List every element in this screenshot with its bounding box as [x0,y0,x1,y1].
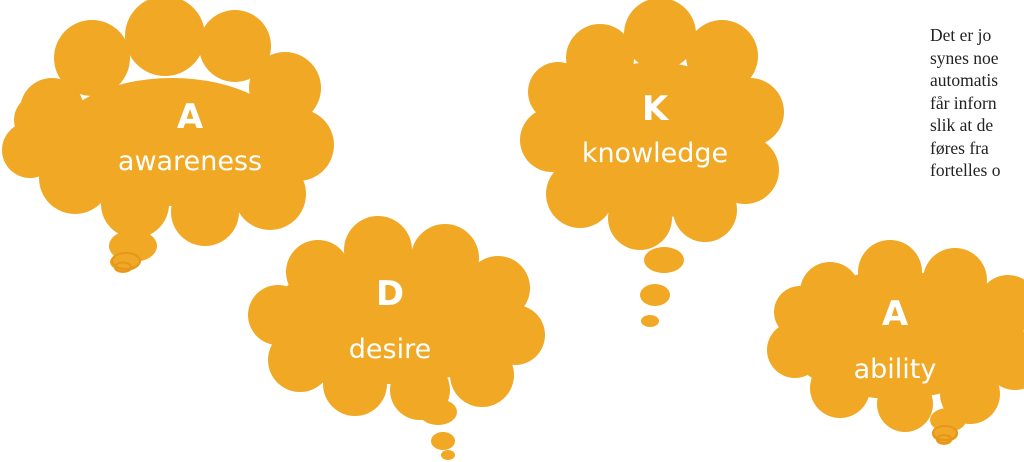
cloud-ability-letter: A [882,294,909,334]
paragraph-line: fortelles o [930,160,1001,180]
paragraph-line: synes noe [930,47,999,68]
cloud-desire-letter: D [376,274,404,314]
paragraph-line: slik at de [930,115,994,135]
paragraph-line: får inforn [930,92,997,113]
paragraph-line: automatis [930,70,999,90]
cloud-ability-word: ability [854,354,937,385]
body-text-paragraph: Det er jo synes noe automatis får inforn… [930,24,1024,182]
thought-cloud-knowledge: K knowledge [520,0,784,327]
paragraph-line: Det er jo [930,25,992,45]
thought-cloud-desire: D desire [248,216,545,460]
thought-cloud-awareness: A awareness [2,0,334,273]
thought-cloud-ability: A ability [767,240,1024,445]
cloud-desire-word: desire [349,334,431,365]
paragraph-line: føres fra [930,137,989,158]
cloud-awareness-word: awareness [118,146,262,177]
cloud-awareness-letter: A [177,97,204,137]
cloud-knowledge-letter: K [642,89,670,129]
cloud-knowledge-word: knowledge [582,138,728,169]
